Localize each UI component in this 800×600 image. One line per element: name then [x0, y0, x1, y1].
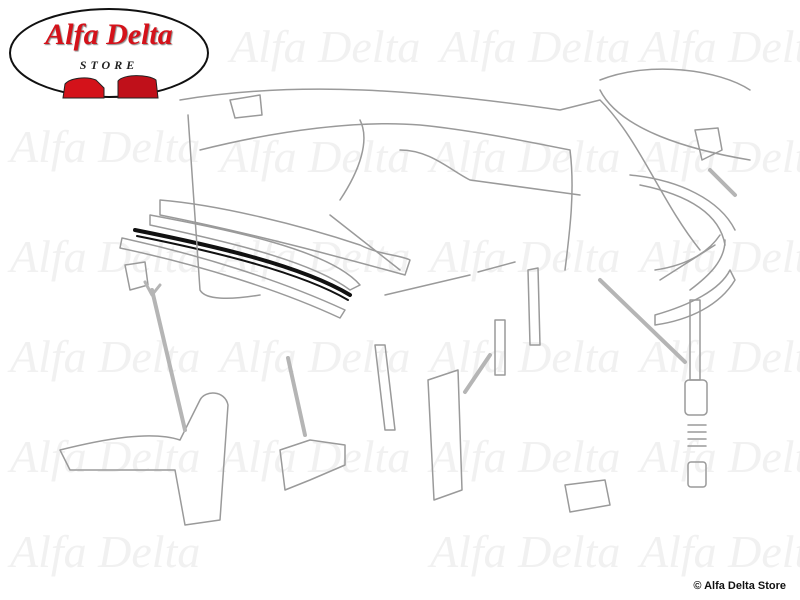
- post: [494, 319, 506, 376]
- lower-rail: [119, 237, 346, 319]
- soft-top-frame: [179, 68, 751, 326]
- rod-pieces: [384, 261, 516, 296]
- highlighted-seal-strip: [133, 228, 352, 301]
- upper-bracket: [229, 94, 263, 119]
- logo-title: Alfa Delta: [45, 18, 173, 51]
- logo-subtitle: STORE: [79, 58, 139, 72]
- header-bow: [149, 199, 411, 291]
- logo-oval: [9, 8, 209, 99]
- clip: [124, 261, 149, 291]
- strap: [374, 344, 396, 431]
- store-logo[interactable]: Alfa Delta STORE: [8, 6, 210, 100]
- latch-assembly: [59, 392, 229, 526]
- rod: [187, 114, 261, 300]
- sliding-latch: [564, 479, 611, 513]
- copyright-notice: © Alfa Delta Store: [693, 580, 786, 592]
- leader-arrows: [143, 168, 737, 437]
- knob: [694, 127, 723, 161]
- car-icon: [62, 75, 159, 99]
- pin-assembly: [684, 299, 708, 488]
- post-2: [527, 267, 541, 346]
- plate: [427, 369, 463, 501]
- hinge-bracket: [279, 439, 346, 491]
